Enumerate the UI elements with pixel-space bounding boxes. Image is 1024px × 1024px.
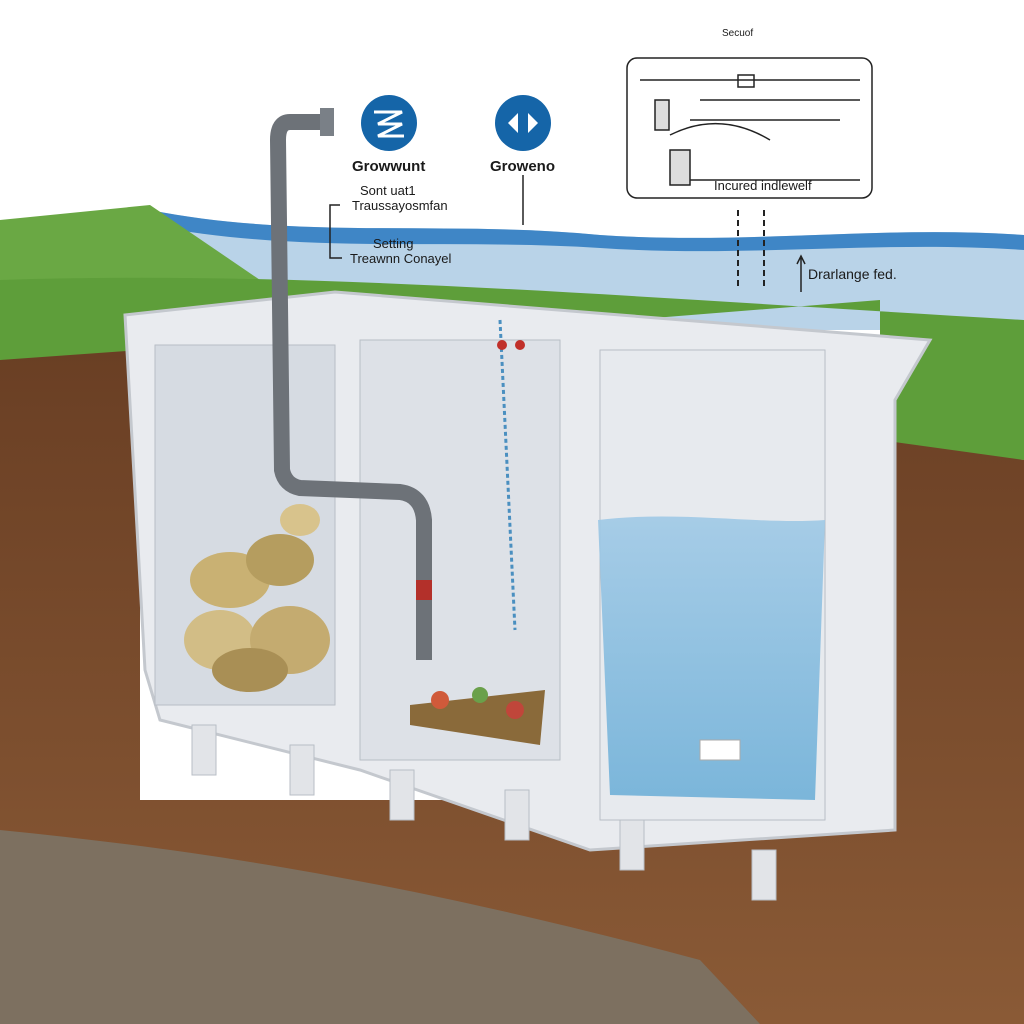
note2-line2: Treawnn Conayel [350, 251, 452, 266]
note1-line2: Traussayosmfan [352, 198, 448, 213]
growwunt-label: Growwunt [352, 158, 426, 175]
inset-top-label: Secuof [722, 28, 754, 39]
note1-line1: Sont uat1 [360, 183, 416, 198]
gravel-rocks [184, 504, 330, 692]
growwunt-icon [361, 95, 417, 151]
drip-line [498, 319, 517, 631]
compartment-2 [359, 339, 561, 761]
tank-supports [191, 724, 777, 901]
outlet-fitting [699, 739, 741, 761]
pipe-valve [416, 580, 432, 600]
water-wave [150, 210, 1024, 252]
callout-bracket [329, 204, 342, 259]
inlet-pipe [269, 114, 432, 660]
inset-sketch [640, 74, 860, 186]
grass-left [0, 205, 260, 290]
groweno-icon [495, 95, 551, 151]
bedrock [0, 830, 760, 1024]
inset-caption: Incured indlewelf [714, 178, 812, 193]
note2-line1: Setting [373, 236, 414, 251]
clear-water [598, 516, 825, 800]
groweno-label: Groweno [490, 158, 556, 175]
drainage-arrow [796, 254, 806, 292]
drainage-label: Drarlange fed. [808, 266, 897, 282]
